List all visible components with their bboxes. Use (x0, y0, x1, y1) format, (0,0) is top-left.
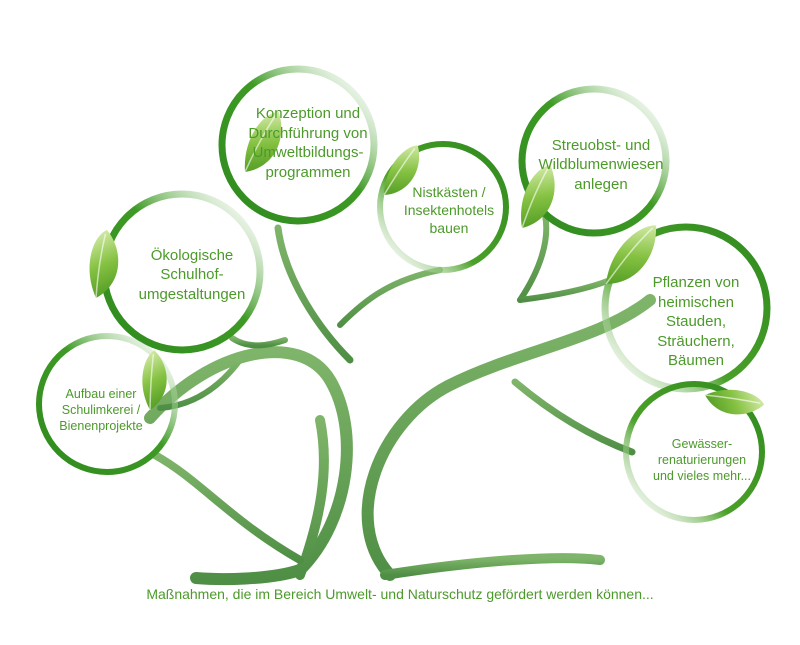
branch-right-low (380, 553, 605, 580)
node-konzeption: Konzeption und Durchführung von Umweltbi… (248, 105, 368, 181)
node-pflanzen: Pflanzen von heimischen Stauden, Sträuch… (652, 274, 740, 370)
ring-konzeption (218, 65, 378, 225)
node-nistkaesten: Nistkästen / Insektenhotels bauen (403, 183, 495, 237)
leaf-icon (704, 389, 765, 415)
rings (36, 65, 771, 523)
leaf-icon (605, 225, 656, 285)
leaf-icon (142, 350, 167, 411)
ring-gewaesser (623, 381, 765, 523)
ring-pflanzen (601, 223, 771, 393)
leaf-icon (521, 165, 555, 229)
node-schulhof: Ökologische Schulhof- umgestaltungen (138, 246, 246, 303)
branch-konzeption (274, 224, 354, 364)
branch-nistkaesten (337, 267, 443, 328)
ring-streuobst (518, 85, 670, 237)
branch-left-low (151, 451, 304, 564)
branch-streuobst (517, 212, 550, 303)
node-schulimkerei: Aufbau einer Schulimkerei / Bienenprojek… (59, 386, 143, 434)
node-streuobst: Streuobst- und Wildblumenwiesen anlegen (538, 136, 664, 193)
ring-nistkaesten (377, 141, 509, 273)
branch-gewaesser (511, 378, 636, 456)
ring-schulimkerei (36, 333, 178, 475)
trunk-left-arc (144, 346, 353, 586)
node-gewaesser: Gewässer- renaturierungen und vieles meh… (653, 436, 751, 484)
leaf-icon (244, 111, 282, 173)
leaf-icon (383, 145, 420, 196)
leaf-icon (89, 230, 119, 299)
caption: Maßnahmen, die im Bereich Umwelt- und Na… (146, 586, 654, 602)
branch-schulhof (229, 335, 288, 349)
trunk-center (295, 415, 329, 580)
branch-pflanzen (517, 277, 613, 303)
leaves (89, 111, 765, 415)
trunk-right-arc (361, 294, 656, 581)
